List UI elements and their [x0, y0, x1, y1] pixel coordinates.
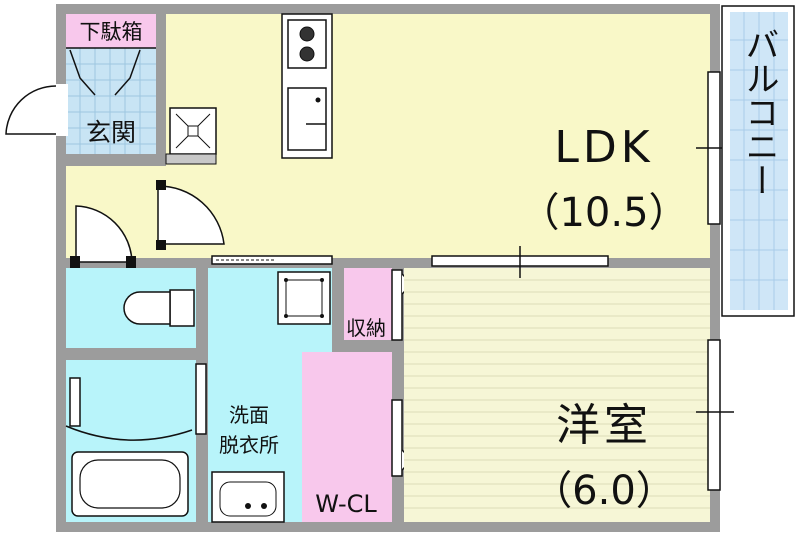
washroom-label-line2: 脱衣所	[219, 433, 279, 457]
hall-door-swing	[157, 185, 225, 245]
bedroom-label: 洋室	[556, 400, 652, 451]
bedroom-size: （6.0）	[532, 468, 676, 514]
entrance-label: 玄関	[86, 118, 136, 147]
bedroom-window	[707, 339, 721, 491]
walk-in-closet	[302, 352, 392, 522]
ldk-room	[166, 14, 710, 258]
getabako-cabinet	[66, 14, 156, 48]
entrance-door-gap	[54, 84, 68, 136]
washroom-label-line1: 洗面	[229, 403, 269, 427]
bedroom	[404, 268, 710, 522]
getabako-door	[69, 49, 141, 96]
getabako-label: 下駄箱	[80, 20, 143, 44]
toilet-icon-tank	[169, 289, 195, 327]
ldk-label: LDK	[554, 122, 653, 173]
sink-icon	[287, 87, 327, 151]
balcony-label: バルコニー	[739, 27, 779, 197]
balcony-grid	[730, 12, 788, 310]
bedroom-floor-lines	[404, 279, 710, 509]
storage-closet	[344, 268, 392, 340]
walk-in-closet-label: W-CL	[315, 490, 377, 518]
entrance-tile-grid	[66, 48, 156, 154]
storage-label: 収納	[346, 316, 386, 340]
toilet-icon-bowl	[123, 291, 171, 325]
entrance-door-swing	[5, 85, 57, 135]
ldk-size: （10.5）	[519, 190, 688, 236]
